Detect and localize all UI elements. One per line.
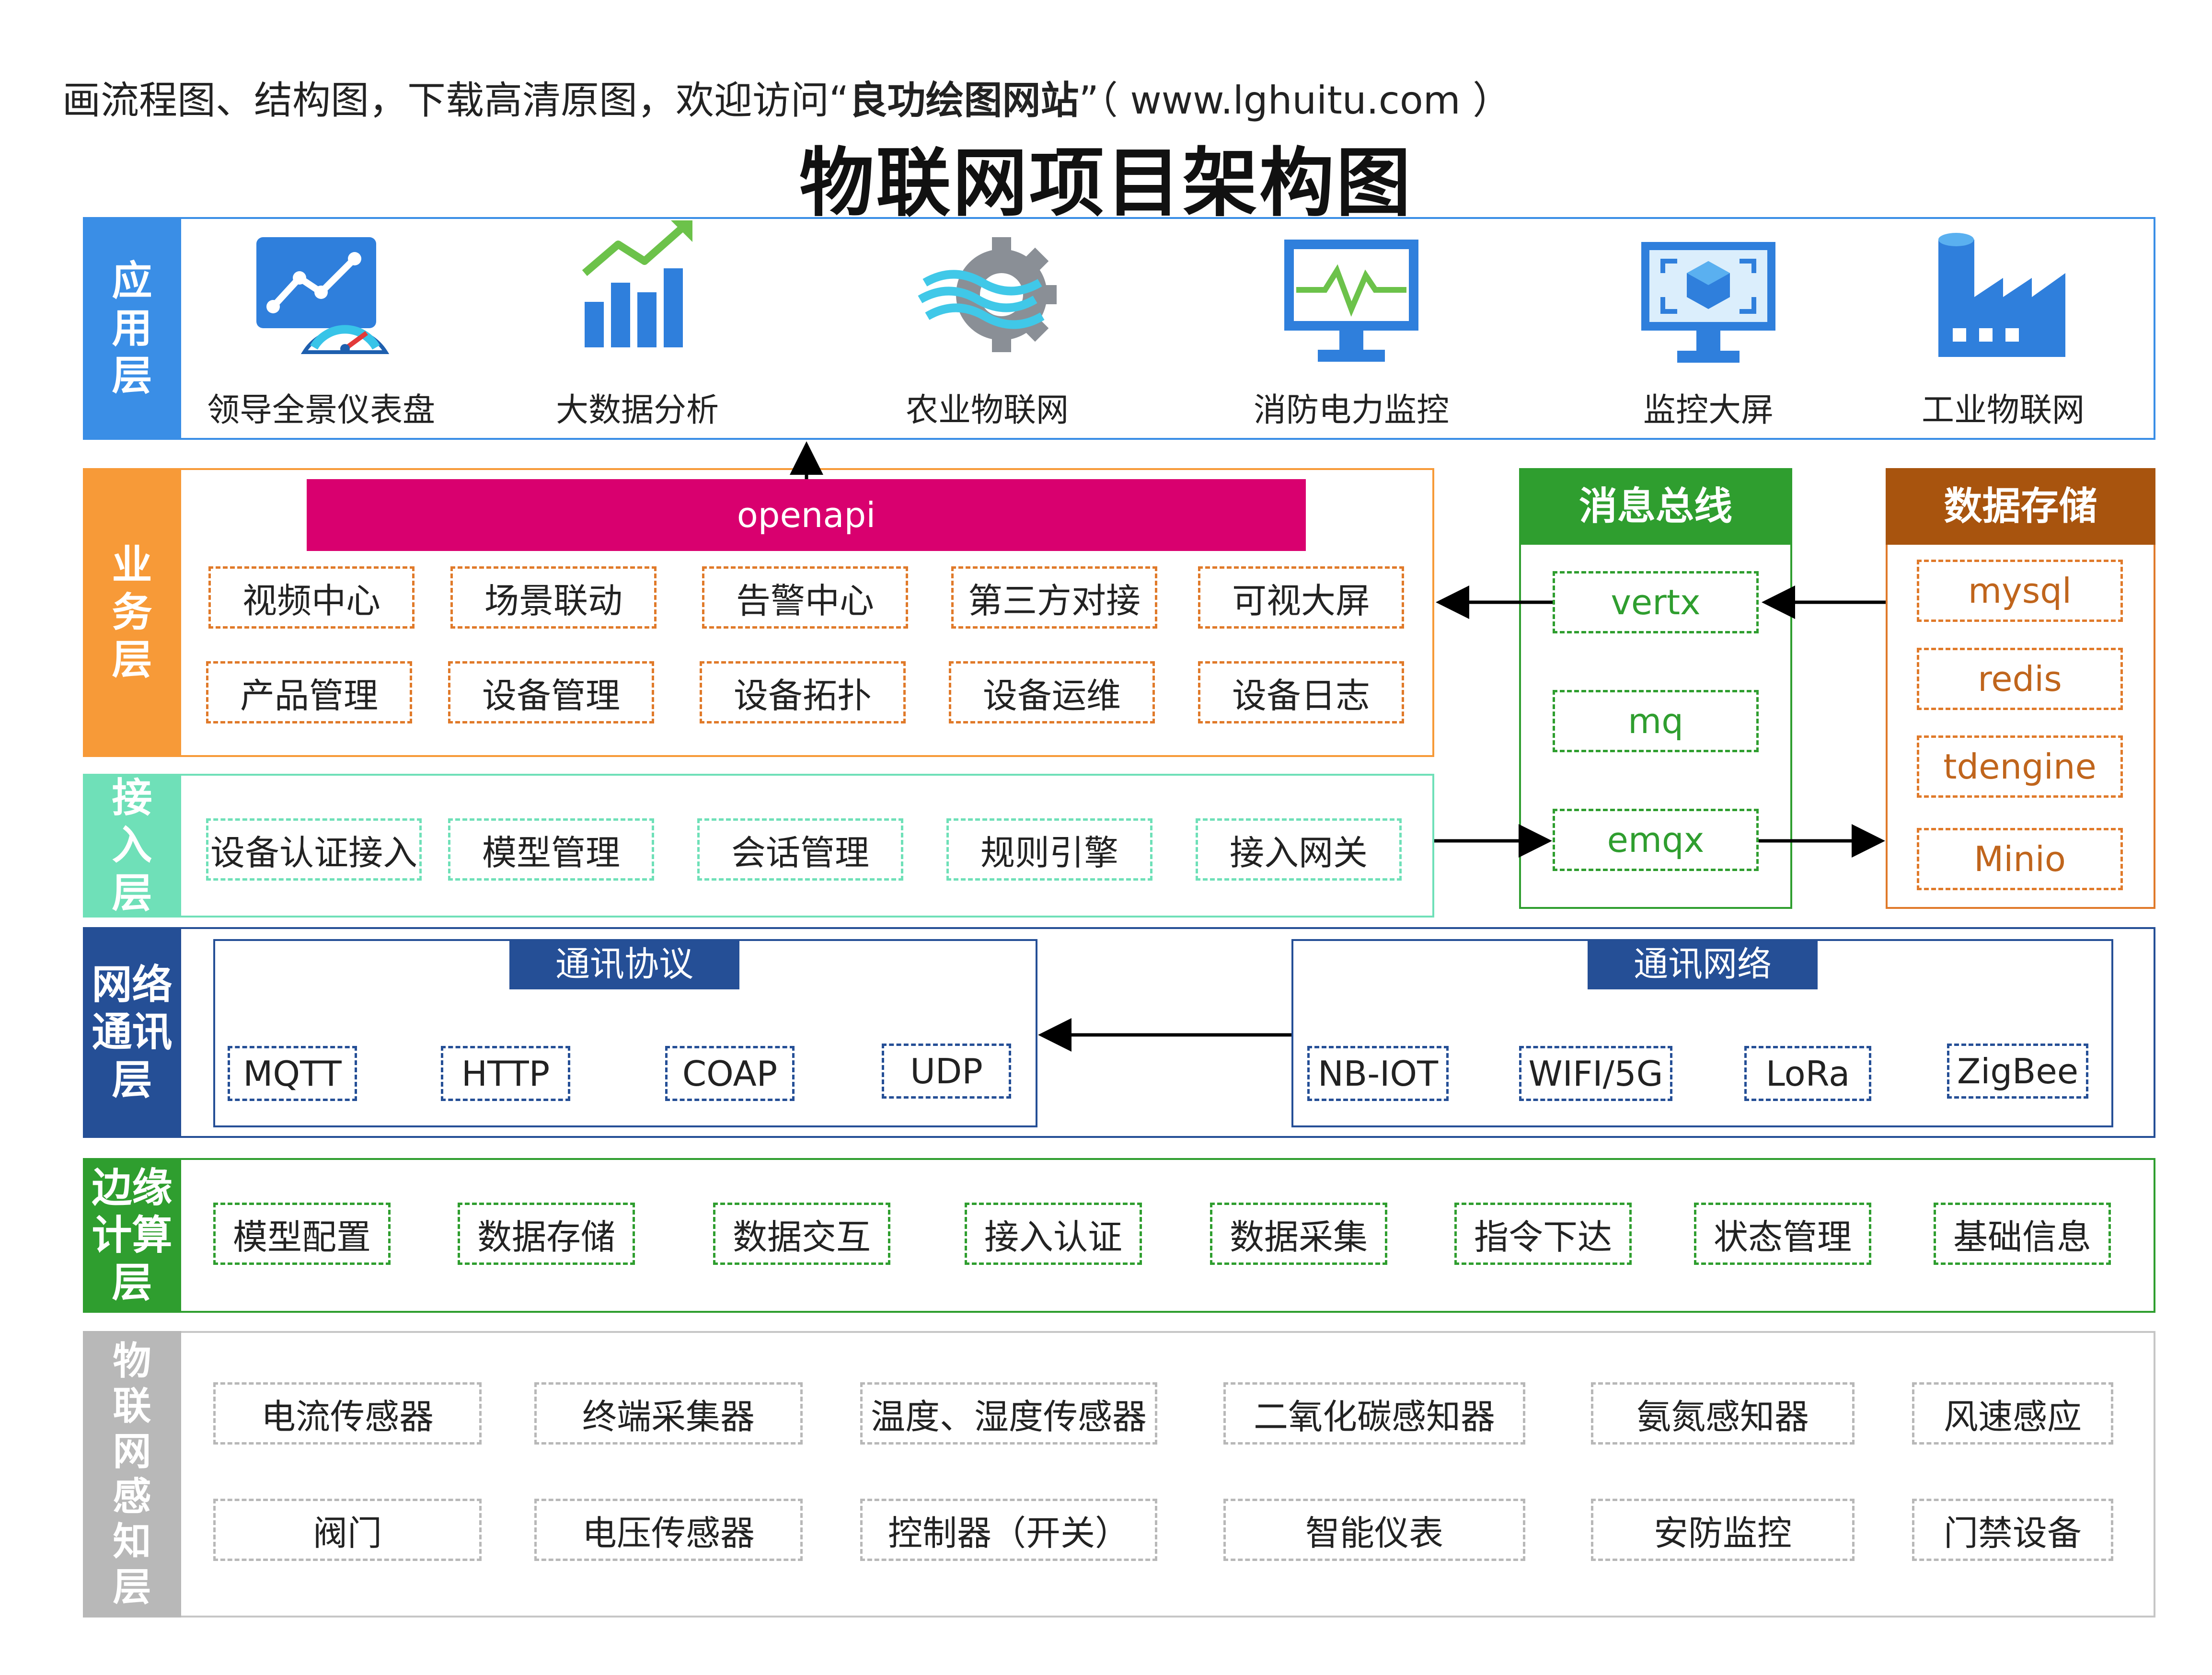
app-item-agri-iot[interactable]: 农业物联网 bbox=[905, 391, 1069, 429]
proto-http[interactable]: HTTP bbox=[441, 1046, 570, 1101]
monitor-pulse-icon bbox=[1284, 240, 1418, 362]
app-item-dashboard[interactable]: 领导全景仪表盘 bbox=[207, 391, 435, 429]
edge-data-exchange[interactable]: 数据交互 bbox=[713, 1203, 890, 1265]
biz-product-mgmt[interactable]: 产品管理 bbox=[206, 661, 412, 723]
net-nb-iot[interactable]: NB-IOT bbox=[1307, 1046, 1449, 1101]
net-wifi-5g[interactable]: WIFI/5G bbox=[1519, 1046, 1672, 1101]
protocol-title: 通讯协议 bbox=[509, 939, 739, 989]
edge-layer-label: 边缘 计算 层 bbox=[83, 1158, 181, 1313]
bar-chart-icon bbox=[582, 220, 692, 347]
proto-udp[interactable]: UDP bbox=[882, 1044, 1011, 1099]
net-zigbee[interactable]: ZigBee bbox=[1947, 1044, 2088, 1099]
biz-device-mgmt[interactable]: 设备管理 bbox=[448, 661, 654, 723]
edge-base-info[interactable]: 基础信息 bbox=[1934, 1203, 2111, 1265]
biz-third-party[interactable]: 第三方对接 bbox=[951, 566, 1157, 629]
app-item-industrial-iot[interactable]: 工业物联网 bbox=[1921, 391, 2085, 429]
proto-coap[interactable]: COAP bbox=[665, 1046, 795, 1101]
biz-alarm-center[interactable]: 告警中心 bbox=[702, 566, 908, 629]
sense-current-sensor[interactable]: 电流传感器 bbox=[213, 1382, 482, 1445]
storage-mysql[interactable]: mysql bbox=[1917, 560, 2123, 622]
app-item-fire-power[interactable]: 消防电力监控 bbox=[1253, 391, 1449, 429]
biz-device-ops[interactable]: 设备运维 bbox=[949, 661, 1155, 723]
edge-access-auth[interactable]: 接入认证 bbox=[965, 1203, 1142, 1265]
sense-temp-humidity[interactable]: 温度、湿度传感器 bbox=[860, 1382, 1157, 1445]
sense-ammonia[interactable]: 氨氮感知器 bbox=[1591, 1382, 1855, 1445]
sense-layer-label: 物 联 网 感 知 层 bbox=[83, 1331, 181, 1618]
business-layer-label: 业 务 层 bbox=[83, 468, 181, 757]
bus-vertx[interactable]: vertx bbox=[1553, 571, 1759, 633]
network-layer-label: 网络 通讯 层 bbox=[83, 927, 181, 1138]
dashboard-icon bbox=[256, 237, 390, 354]
storage-tdengine[interactable]: tdengine bbox=[1917, 735, 2123, 798]
sense-voltage-sensor[interactable]: 电压传感器 bbox=[534, 1499, 803, 1561]
agri-gear-icon bbox=[918, 237, 1057, 352]
promo-text: 画流程图、结构图，下载高清原图，欢迎访问“良功绘图网站”（ www.lghuit… bbox=[62, 78, 1511, 123]
sense-valve[interactable]: 阀门 bbox=[213, 1499, 482, 1561]
access-layer-label: 接 入 层 bbox=[83, 774, 181, 918]
edge-state-mgmt[interactable]: 状态管理 bbox=[1694, 1203, 1871, 1265]
sense-access-control[interactable]: 门禁设备 bbox=[1912, 1499, 2113, 1561]
storage-redis[interactable]: redis bbox=[1917, 648, 2123, 710]
access-rule-engine[interactable]: 规则引擎 bbox=[946, 818, 1152, 881]
access-gateway[interactable]: 接入网关 bbox=[1196, 818, 1402, 881]
edge-command-issue[interactable]: 指令下达 bbox=[1454, 1203, 1632, 1265]
edge-data-collect[interactable]: 数据采集 bbox=[1210, 1203, 1387, 1265]
biz-scene-linkage[interactable]: 场景联动 bbox=[450, 566, 657, 629]
edge-data-storage[interactable]: 数据存储 bbox=[458, 1203, 635, 1265]
biz-video-center[interactable]: 视频中心 bbox=[208, 566, 415, 629]
bus-emqx[interactable]: emqx bbox=[1553, 809, 1759, 871]
app-item-big-screen[interactable]: 监控大屏 bbox=[1643, 391, 1774, 429]
factory-icon bbox=[1938, 233, 2065, 357]
proto-mqtt[interactable]: MQTT bbox=[228, 1046, 357, 1101]
message-bus-title: 消息总线 bbox=[1519, 468, 1792, 545]
sense-smart-meter[interactable]: 智能仪表 bbox=[1223, 1499, 1525, 1561]
biz-device-topology[interactable]: 设备拓扑 bbox=[700, 661, 906, 723]
edge-model-config[interactable]: 模型配置 bbox=[213, 1203, 391, 1265]
sense-co2[interactable]: 二氧化碳感知器 bbox=[1223, 1382, 1525, 1445]
sense-controller[interactable]: 控制器（开关） bbox=[860, 1499, 1157, 1561]
biz-device-log[interactable]: 设备日志 bbox=[1198, 661, 1404, 723]
data-storage-title: 数据存储 bbox=[1886, 468, 2155, 545]
biz-visual-screen[interactable]: 可视大屏 bbox=[1198, 566, 1404, 629]
storage-minio[interactable]: Minio bbox=[1917, 828, 2123, 890]
net-lora[interactable]: LoRa bbox=[1744, 1046, 1871, 1101]
access-device-auth[interactable]: 设备认证接入 bbox=[206, 818, 422, 881]
sense-security-monitor[interactable]: 安防监控 bbox=[1591, 1499, 1855, 1561]
app-item-bigdata[interactable]: 大数据分析 bbox=[555, 391, 719, 429]
access-session-mgmt[interactable]: 会话管理 bbox=[697, 818, 903, 881]
sense-layer-panel bbox=[83, 1331, 2155, 1618]
access-model-mgmt[interactable]: 模型管理 bbox=[448, 818, 654, 881]
sense-wind-speed[interactable]: 风速感应 bbox=[1912, 1382, 2113, 1445]
sense-terminal-collector[interactable]: 终端采集器 bbox=[534, 1382, 803, 1445]
page-title: 物联网项目架构图 bbox=[799, 139, 1413, 227]
app-layer-label: 应 用 层 bbox=[83, 217, 181, 440]
screen-cube-icon bbox=[1641, 242, 1775, 363]
openapi-bar[interactable]: openapi bbox=[307, 479, 1306, 551]
network-title: 通讯网络 bbox=[1588, 939, 1818, 989]
bus-mq[interactable]: mq bbox=[1553, 690, 1759, 752]
